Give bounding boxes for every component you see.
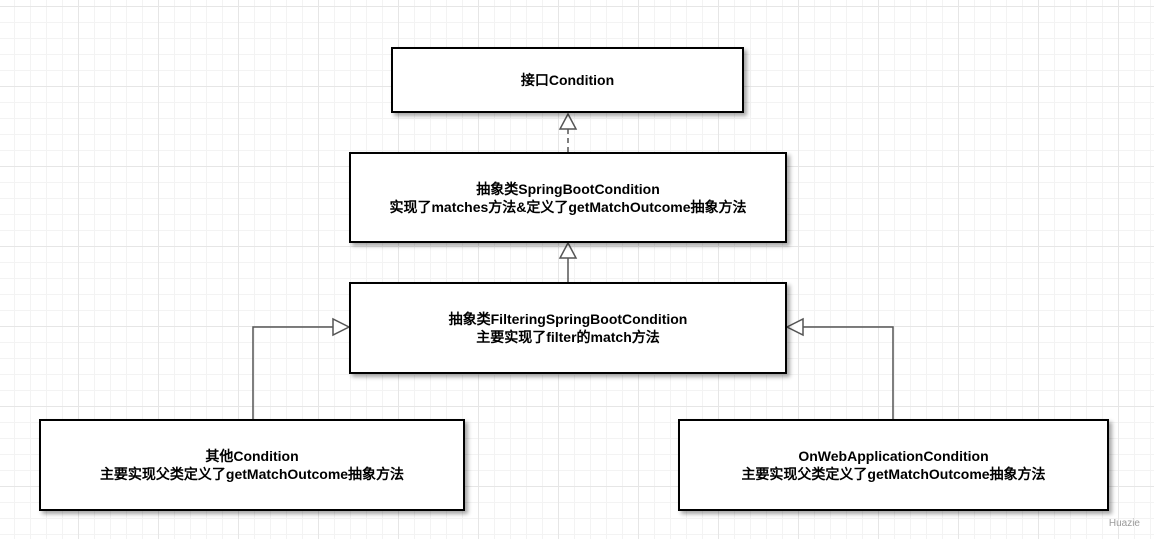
- filtering-condition-desc: 主要实现了filter的match方法: [476, 329, 660, 345]
- hollow-arrowhead-springboot: [558, 241, 578, 259]
- hollow-arrowhead-filtering-right: [785, 317, 804, 337]
- edge-other-to-filtering: [252, 326, 333, 419]
- other-condition-desc: 主要实现父类定义了getMatchOutcome抽象方法: [99, 466, 405, 482]
- filtering-condition-title: 抽象类FilteringSpringBootCondition: [448, 311, 688, 327]
- other-condition-box[interactable]: 其他Condition 主要实现父类定义了getMatchOutcome抽象方法: [39, 419, 465, 511]
- web-app-condition-desc: 主要实现父类定义了getMatchOutcome抽象方法: [741, 466, 1046, 482]
- springboot-condition-title: 抽象类SpringBootCondition: [476, 180, 660, 197]
- edge-webapp-to-filtering: [803, 326, 894, 419]
- springboot-condition-desc: 实现了matches方法&定义了getMatchOutcome抽象方法: [389, 198, 747, 215]
- web-app-condition-box[interactable]: OnWebApplicationCondition 主要实现父类定义了getMa…: [678, 419, 1109, 511]
- watermark-text: Huazie: [1108, 518, 1140, 529]
- condition-interface-box[interactable]: 接口Condition: [391, 47, 744, 113]
- hollow-arrowhead-filtering-left: [332, 317, 351, 337]
- hollow-arrowhead-condition: [558, 112, 578, 130]
- springboot-condition-box[interactable]: 抽象类SpringBootCondition 实现了matches方法&定义了g…: [349, 152, 787, 243]
- other-condition-title: 其他Condition: [205, 448, 299, 464]
- condition-title: 接口Condition: [520, 72, 615, 88]
- web-app-condition-title: OnWebApplicationCondition: [798, 448, 989, 464]
- filtering-condition-box[interactable]: 抽象类FilteringSpringBootCondition 主要实现了fil…: [349, 282, 787, 374]
